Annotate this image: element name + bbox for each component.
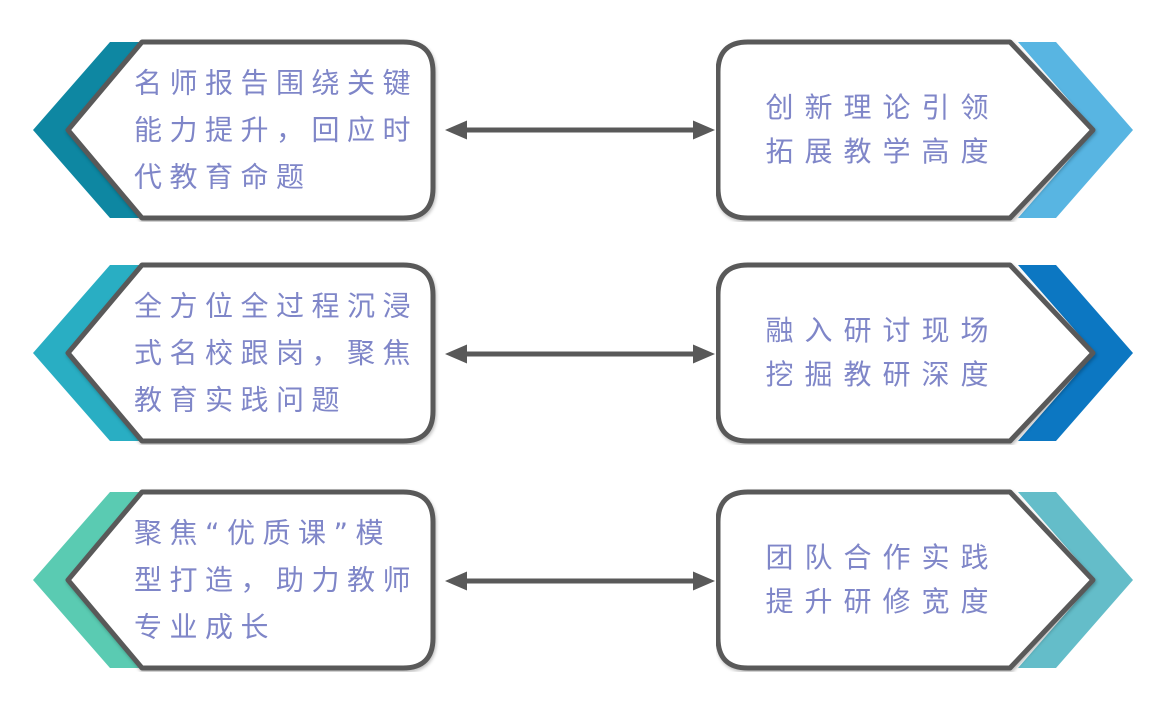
left-chevron-icon (33, 42, 148, 218)
arrowhead-left-icon (445, 120, 467, 140)
item-row2-left: 全方位全过程沉浸 式名校跟岗，聚焦 教育实践问题 (30, 261, 450, 445)
item-row1-left-shape (33, 39, 436, 221)
item-row3-right-shape (716, 489, 1133, 671)
item-row2-right: 融入研讨现场 挖掘教研深度 (716, 261, 1136, 445)
connector-row1 (445, 120, 715, 140)
item-row1-right: 创新理论引领 拓展教学高度 (716, 38, 1136, 222)
item-row3-left: 聚焦“优质课”模 型打造，助力教师 专业成长 (30, 488, 450, 672)
item-row3-left-shape (33, 489, 436, 671)
item-box (65, 39, 436, 221)
item-row1-left-label: 名师报告围绕关键 能力提升，回应时 代教育命题 (134, 66, 419, 194)
item-row2-right-shape (716, 262, 1133, 444)
item-row1-right-label: 创新理论引领 拓展教学高度 (765, 91, 1000, 168)
right-chevron-icon (1018, 492, 1133, 668)
arrowhead-left-icon (445, 344, 467, 364)
right-chevron-icon (1018, 42, 1133, 218)
item-box (716, 262, 1096, 444)
item-box (65, 489, 436, 671)
arrowhead-right-icon (693, 120, 715, 140)
connector-row2 (445, 344, 715, 364)
item-box (716, 39, 1096, 221)
item-row3-right: 团队合作实践 提升研修宽度 (716, 488, 1136, 672)
connector-row3 (445, 571, 715, 591)
item-box (65, 262, 436, 444)
item-row1-left: 名师报告围绕关键 能力提升，回应时 代教育命题 (30, 38, 450, 222)
right-chevron-icon (1018, 265, 1133, 441)
item-box (716, 489, 1096, 671)
arrowhead-left-icon (445, 571, 467, 591)
left-chevron-icon (33, 265, 148, 441)
left-chevron-icon (33, 492, 148, 668)
item-row2-left-shape (33, 262, 436, 444)
item-row1-right-shape (716, 39, 1133, 221)
item-row2-right-label: 融入研讨现场 挖掘教研深度 (765, 314, 1000, 391)
arrowhead-right-icon (693, 571, 715, 591)
arrowhead-right-icon (693, 344, 715, 364)
item-row3-left-label: 聚焦“优质课”模 型打造，助力教师 专业成长 (134, 516, 419, 644)
item-row2-left-label: 全方位全过程沉浸 式名校跟岗，聚焦 教育实践问题 (134, 289, 419, 417)
item-row3-right-label: 团队合作实践 提升研修宽度 (765, 541, 1000, 618)
